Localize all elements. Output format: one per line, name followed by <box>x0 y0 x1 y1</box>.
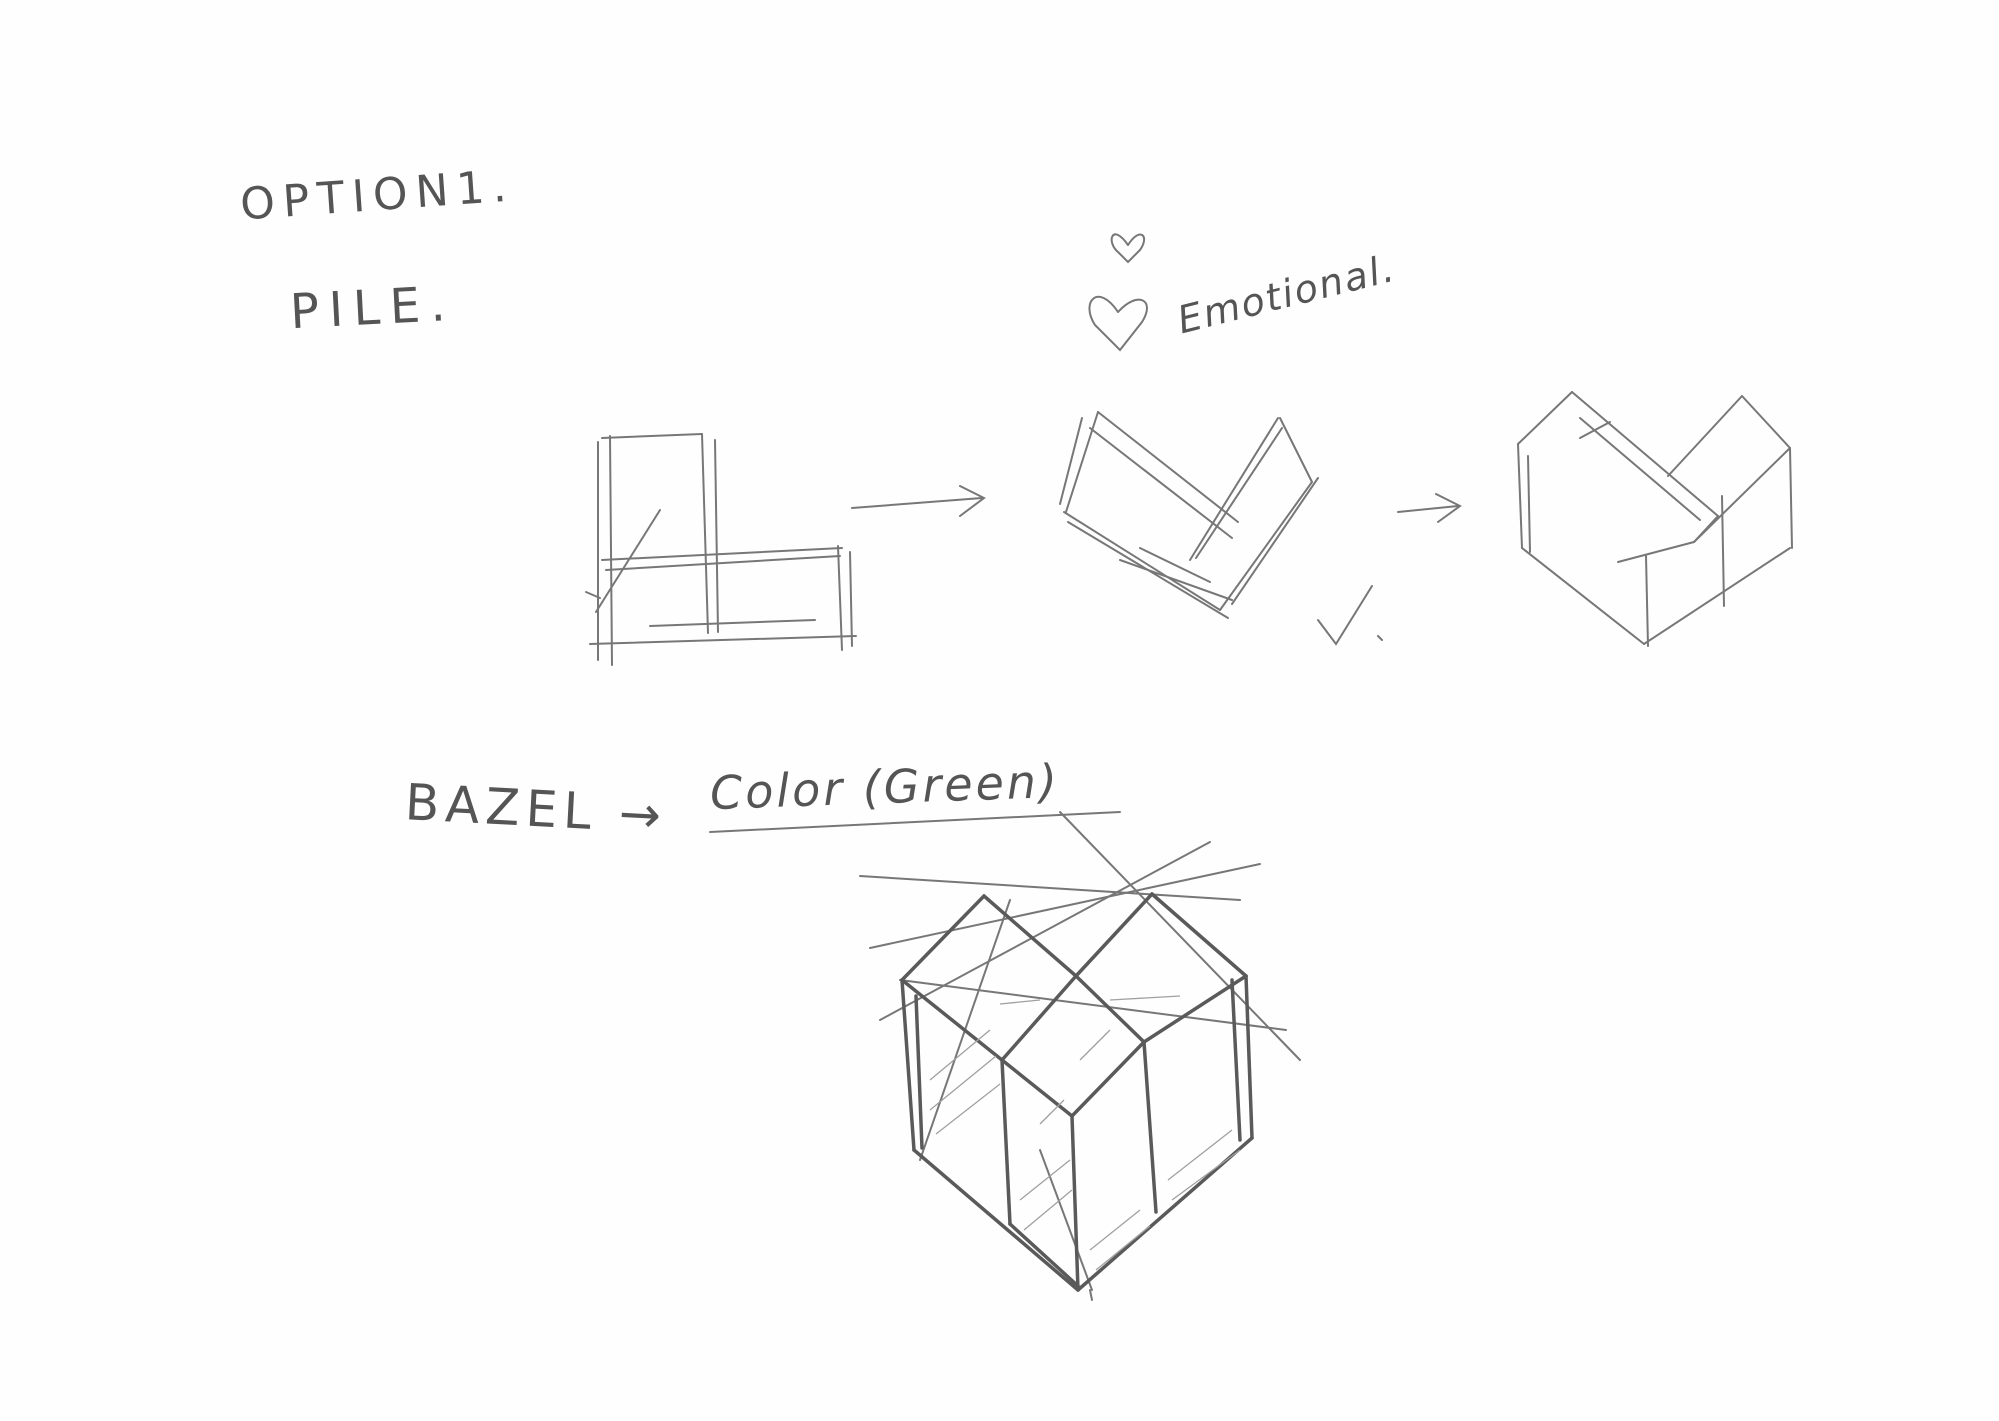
bazel-cube-sketch <box>859 811 1301 1301</box>
heart-3d-sketch <box>1517 391 1793 647</box>
heart-icon <box>1088 295 1148 352</box>
checkmark-icon <box>1317 585 1383 646</box>
arrow-right-icon <box>851 485 986 517</box>
underline <box>709 811 1121 833</box>
l-shape-sketch <box>585 433 857 666</box>
heart-small-icon <box>1110 233 1146 264</box>
arrow-right-icon-2 <box>1397 493 1462 523</box>
heart-blocks-sketch <box>1059 411 1319 619</box>
